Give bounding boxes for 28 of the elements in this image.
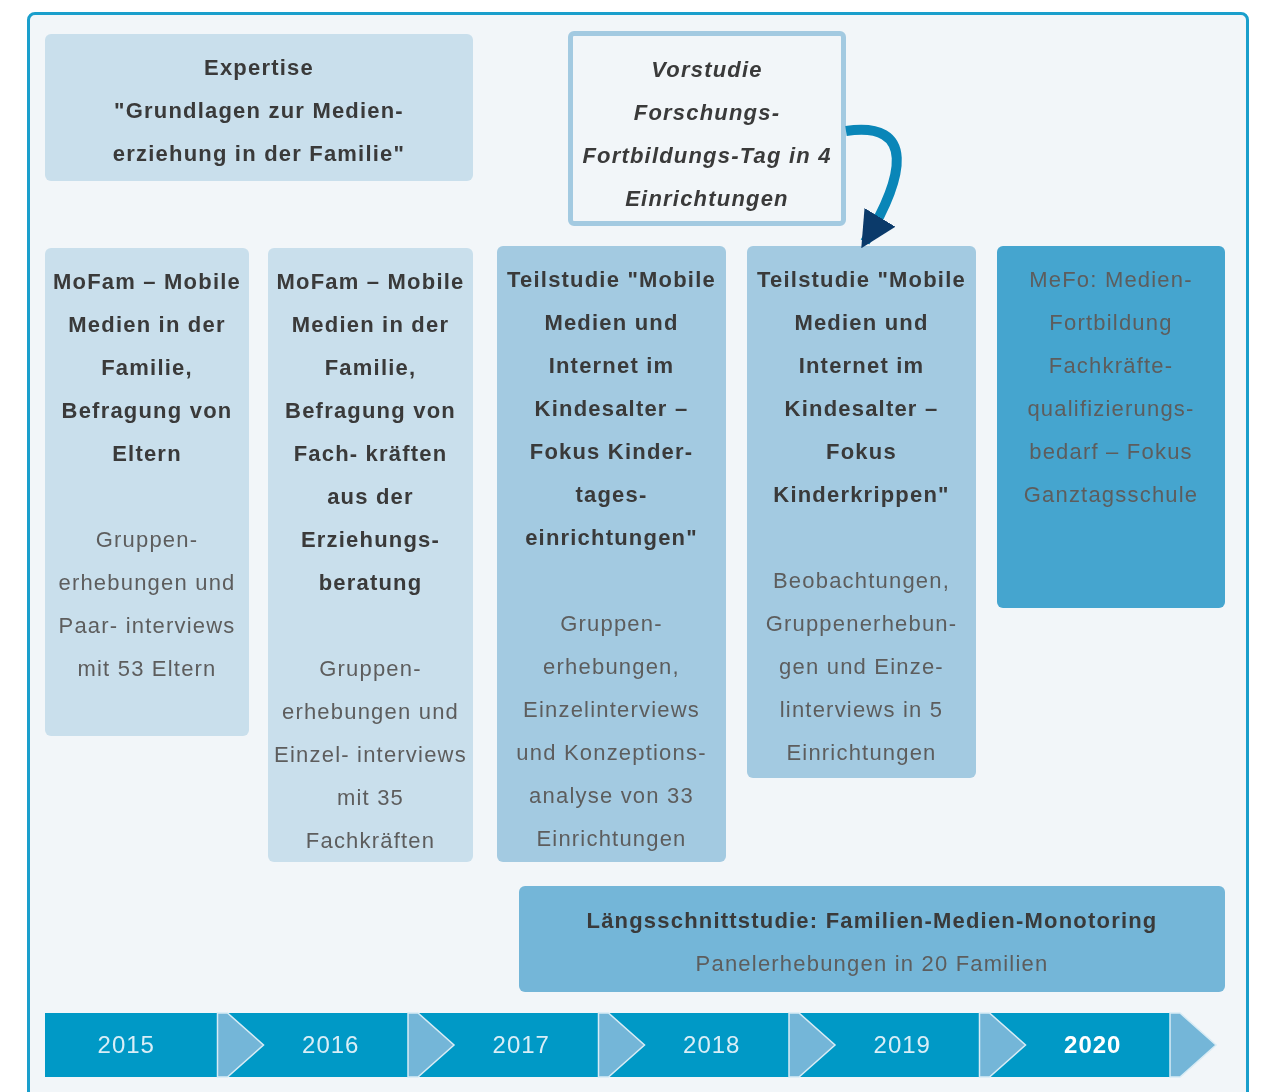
year-label: 2018 [682,1030,742,1060]
study-title: "Grundlagen zur Medien- erziehung in der Familie" [111,97,407,168]
study-box [568,31,846,226]
study-box [747,246,976,778]
study-description: MeFo: Medien- Fortbildung Fachkräfte- qualifizierungs- bedarf – Fokus Ganztagsschule [1022,266,1200,509]
year-label: 2017 [491,1030,551,1060]
study-title: MoFam – Mobile Medien in der Familie, Befragung von Fach- kräften aus der Erziehungs- beratung [275,268,466,597]
study-box [268,248,473,862]
study-description: Gruppen- erhebungen und Paar- interviews mit 53 Eltern [57,526,237,683]
study-description: Gruppen- erhebungen und Einzel- interviews mit 35 Fachkräften [274,655,467,855]
study-box [45,248,249,736]
study-title: MoFam – Mobile Medien in der Familie, Befragung von Eltern [52,268,242,468]
year-label: 2016 [301,1030,361,1060]
year-label: 2015 [96,1030,156,1060]
study-box [497,246,726,862]
study-title: Expertise [203,54,315,82]
study-box [519,886,1225,992]
study-title: Vorstudie Forschungs- Fortbildungs-Tag in 4 Einrichtungen [581,56,833,213]
year-label: 2019 [872,1030,932,1060]
year-label: 2020 [1063,1030,1123,1060]
study-box [997,246,1225,608]
study-title: Längsschnittstudie: Familien-Medien-Monotoring [586,907,1158,935]
study-description: Beobachtungen, Gruppenerhebun- gen und Einze- linterviews in 5 Einrichtungen [764,567,959,767]
study-box [45,34,473,181]
study-title: Teilstudie "Mobile Medien und Internet im Kindesalter – Fokus Kinderkrippen" [756,266,967,509]
study-description: Gruppen- erhebungen, Einzelinterviews und Konzeptions- analyse von 33 Einrichtungen [515,610,708,853]
study-description: Panelerhebungen in 20 Familien [695,950,1049,978]
study-title: Teilstudie "Mobile Medien und Internet im Kindesalter – Fokus Kinder- tages- einrichtungen" [506,266,717,552]
